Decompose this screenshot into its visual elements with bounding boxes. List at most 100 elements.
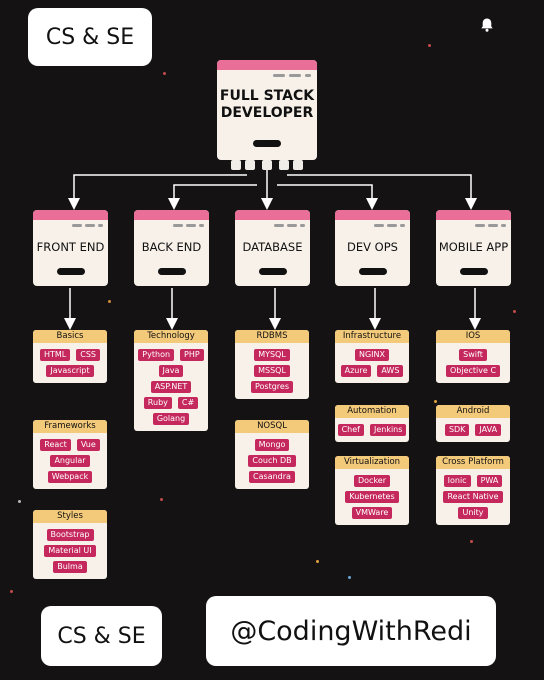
group-card-rdbms: RDBMS MYSQL MSSQL Postgres bbox=[235, 330, 309, 399]
group-card-title: Styles bbox=[33, 510, 107, 523]
tech-tag: PWA bbox=[476, 475, 503, 487]
tech-tag: SDK bbox=[444, 424, 470, 436]
group-card-basics: Basics HTML CSS Javascript bbox=[33, 330, 107, 383]
group-card-cross-platform: Cross Platform Ionic PWA React Native Un… bbox=[436, 456, 510, 525]
bg-dot bbox=[108, 300, 111, 303]
tech-tag: Couch DB bbox=[248, 455, 296, 467]
bg-dot bbox=[10, 590, 13, 593]
tech-tag: MYSQL bbox=[254, 349, 290, 361]
tech-tag: React Native bbox=[443, 491, 503, 503]
tech-tag: HTML bbox=[39, 349, 71, 361]
tech-tag: React bbox=[40, 439, 71, 451]
root-node-lines bbox=[273, 74, 311, 77]
tech-tag: Java bbox=[158, 365, 184, 377]
category-mobile-app: MOBILE APP bbox=[436, 210, 511, 286]
group-card-title: IOS bbox=[436, 330, 510, 343]
category-label: DATABASE bbox=[242, 240, 303, 254]
tech-tag: Material UI bbox=[44, 545, 96, 557]
tech-tag: Javascript bbox=[46, 365, 94, 377]
group-card-title: Technology bbox=[134, 330, 208, 343]
root-node: FULL STACK DEVELOPER bbox=[217, 60, 317, 170]
bg-dot bbox=[316, 560, 319, 563]
bg-dot bbox=[18, 500, 21, 503]
group-card-title: Virtualization bbox=[335, 456, 409, 469]
tech-tag: Kubernetes bbox=[345, 491, 399, 503]
tech-tag: JAVA bbox=[475, 424, 502, 436]
group-card-ios: IOS Swift Objective C bbox=[436, 330, 510, 383]
root-node-title: FULL STACK DEVELOPER bbox=[219, 88, 315, 121]
tech-tag: Postgres bbox=[250, 381, 294, 393]
category-pill bbox=[57, 268, 85, 275]
category-pill bbox=[158, 268, 186, 275]
group-card-title: Cross Platform bbox=[436, 456, 510, 469]
root-node-tab bbox=[293, 160, 303, 170]
tech-tag: Azure bbox=[340, 365, 372, 377]
group-card-title: Basics bbox=[33, 330, 107, 343]
group-card-title: Frameworks bbox=[33, 420, 107, 433]
tech-tag: Casandra bbox=[249, 471, 295, 483]
group-card-title: NOSQL bbox=[235, 420, 309, 433]
category-label: BACK END bbox=[141, 240, 202, 254]
tech-tag: C# bbox=[177, 397, 199, 409]
tech-tag: Chef bbox=[337, 424, 364, 436]
group-card-technology: Technology Python PHP Java ASP.NET Ruby … bbox=[134, 330, 208, 431]
tech-tag: Jenkins bbox=[369, 424, 407, 436]
group-card-title: RDBMS bbox=[235, 330, 309, 343]
group-card-title: Infrastructure bbox=[335, 330, 409, 343]
category-database: DATABASE bbox=[235, 210, 310, 286]
brand-label-top: CS & SE bbox=[28, 8, 152, 66]
tech-tag: Swift bbox=[459, 349, 487, 361]
tech-tag: MSSQL bbox=[254, 365, 290, 377]
tech-tag: Objective C bbox=[445, 365, 501, 377]
tech-tag: Webpack bbox=[47, 471, 93, 483]
root-node-pill bbox=[253, 140, 281, 147]
brand-label-bottom: CS & SE bbox=[41, 606, 162, 666]
tech-tag: Ionic bbox=[443, 475, 471, 487]
root-node-tab bbox=[245, 160, 255, 170]
tech-tag: NGINX bbox=[354, 349, 389, 361]
category-pill bbox=[359, 268, 387, 275]
root-node-tab bbox=[262, 160, 272, 170]
tech-tag: Bootstrap bbox=[46, 529, 94, 541]
tech-tag: Golang bbox=[152, 413, 190, 425]
group-card-title: Automation bbox=[335, 405, 409, 418]
tech-tag: Mongo bbox=[254, 439, 290, 451]
root-node-tab bbox=[279, 160, 289, 170]
tech-tag: ASP.NET bbox=[150, 381, 192, 393]
root-node-tab bbox=[231, 160, 241, 170]
category-label: DEV OPS bbox=[347, 240, 398, 254]
group-card-virtualization: Virtualization Docker Kubernetes VMWare bbox=[335, 456, 409, 525]
category-back-end: BACK END bbox=[134, 210, 209, 286]
category-pill bbox=[259, 268, 287, 275]
group-card-title: Android bbox=[436, 405, 510, 418]
tech-tag: AWS bbox=[377, 365, 404, 377]
bell-icon[interactable] bbox=[479, 17, 495, 33]
tech-tag: Bulma bbox=[53, 561, 87, 573]
handle-label: @CodingWithRedi bbox=[206, 596, 496, 666]
group-card-automation: Automation Chef Jenkins bbox=[335, 405, 409, 442]
tech-tag: PHP bbox=[180, 349, 204, 361]
group-card-frameworks: Frameworks React Vue Angular Webpack bbox=[33, 420, 107, 489]
bg-dot bbox=[434, 400, 437, 403]
tech-tag: VMWare bbox=[351, 507, 393, 519]
bg-dot bbox=[160, 498, 163, 501]
tech-tag: Python bbox=[138, 349, 175, 361]
tech-tag: Docker bbox=[353, 475, 390, 487]
bg-dot bbox=[428, 44, 431, 47]
bg-dot bbox=[348, 576, 351, 579]
category-front-end: FRONT END bbox=[33, 210, 108, 286]
tech-tag: Vue bbox=[76, 439, 100, 451]
tech-tag: CSS bbox=[76, 349, 100, 361]
group-card-nosql: NOSQL Mongo Couch DB Casandra bbox=[235, 420, 309, 489]
tech-tag: Angular bbox=[50, 455, 90, 467]
group-card-infrastructure: Infrastructure NGINX Azure AWS bbox=[335, 330, 409, 383]
tech-tag: Ruby bbox=[143, 397, 172, 409]
category-label: FRONT END bbox=[36, 240, 105, 254]
bg-dot bbox=[163, 72, 166, 75]
bg-dot bbox=[513, 310, 516, 313]
category-label: MOBILE APP bbox=[438, 240, 509, 254]
group-card-android: Android SDK JAVA bbox=[436, 405, 510, 442]
root-node-header bbox=[217, 60, 317, 70]
bg-dot bbox=[470, 540, 473, 543]
